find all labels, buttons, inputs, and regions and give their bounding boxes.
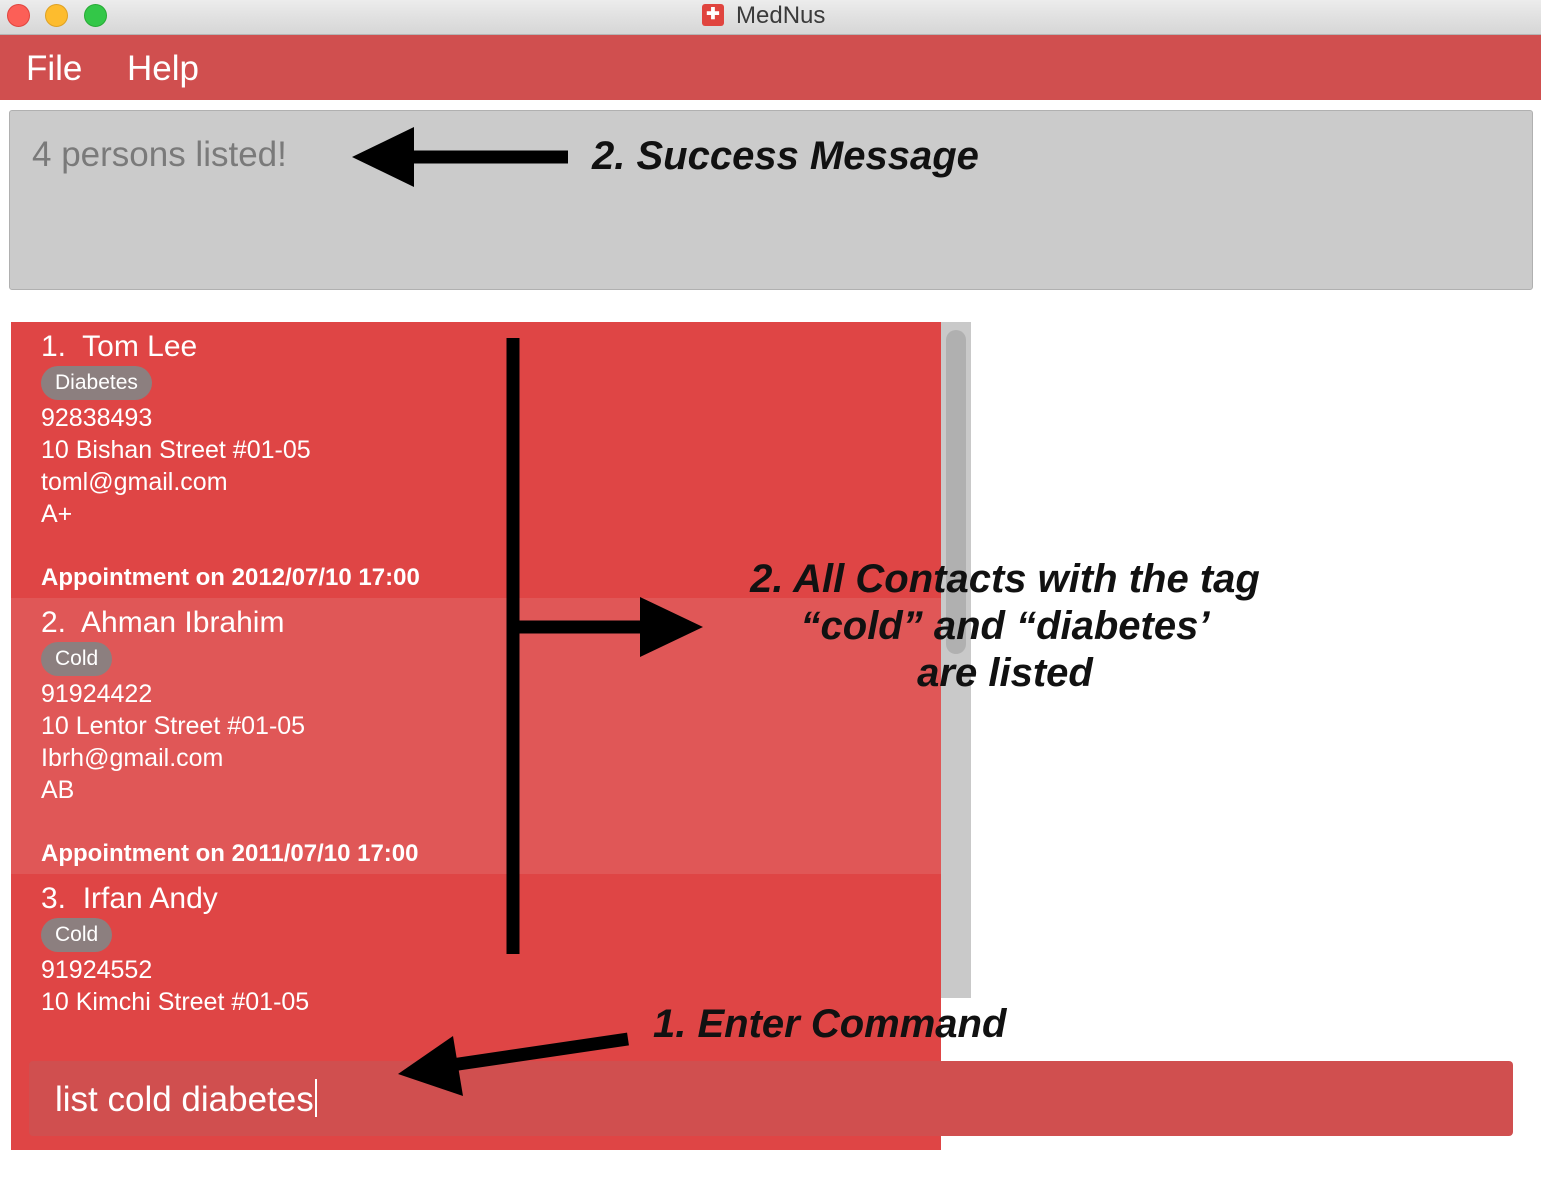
text-caret bbox=[314, 1079, 317, 1117]
command-input[interactable]: list cold diabetes bbox=[55, 1079, 317, 1120]
minimize-window-button[interactable] bbox=[45, 4, 68, 27]
person-address: 10 Lentor Street #01-05 bbox=[41, 712, 306, 740]
app-icon: ✚ bbox=[702, 4, 724, 26]
annotation-contacts-listed: 2. All Contacts with the tag “cold” and … bbox=[735, 556, 1275, 697]
annotation-enter-command: 1. Enter Command bbox=[653, 1002, 1007, 1046]
result-message: 4 persons listed! bbox=[32, 135, 287, 174]
person-phone: 91924552 bbox=[41, 956, 153, 984]
command-text: list cold diabetes bbox=[55, 1080, 314, 1119]
contacts-arrow-head bbox=[640, 597, 703, 657]
person-phone: 91924422 bbox=[41, 680, 153, 708]
menu-help[interactable]: Help bbox=[127, 49, 199, 88]
person-phone: 92838493 bbox=[41, 404, 153, 432]
person-blood-type: A+ bbox=[41, 500, 73, 528]
person-name: 3. Irfan Andy bbox=[41, 882, 218, 915]
list-scrollbar[interactable] bbox=[941, 322, 971, 998]
person-address: 10 Bishan Street #01-05 bbox=[41, 436, 311, 464]
person-email: Ibrh@gmail.com bbox=[41, 744, 224, 772]
title-bar: ✚ MedNus bbox=[0, 0, 1541, 35]
annotation-contacts-line3: are listed bbox=[917, 651, 1093, 695]
command-arrow-head bbox=[398, 1036, 463, 1096]
person-name: 1. Tom Lee bbox=[41, 330, 198, 363]
annotation-success-message: 2. Success Message bbox=[592, 134, 979, 178]
close-window-button[interactable] bbox=[7, 4, 30, 27]
person-email: toml@gmail.com bbox=[41, 468, 228, 496]
success-arrow-head bbox=[352, 127, 414, 187]
menu-bar: File Help bbox=[0, 35, 1541, 100]
person-appointment: Appointment on 2011/07/10 17:00 bbox=[41, 840, 419, 867]
person-tag: Cold bbox=[41, 918, 113, 952]
person-tag: Cold bbox=[41, 642, 113, 676]
person-appointment: Appointment on 2012/07/10 17:00 bbox=[41, 564, 420, 591]
person-card[interactable]: 1. Tom Lee Diabetes 92838493 10 Bishan S… bbox=[11, 322, 941, 598]
person-card[interactable]: 2. Ahman Ibrahim Cold 91924422 10 Lentor… bbox=[11, 598, 941, 874]
menu-file[interactable]: File bbox=[26, 49, 83, 88]
person-tag: Diabetes bbox=[41, 366, 152, 400]
command-arrow-shaft bbox=[444, 1032, 629, 1073]
person-name: 2. Ahman Ibrahim bbox=[41, 606, 285, 639]
command-box[interactable]: list cold diabetes bbox=[29, 1061, 1513, 1136]
result-display[interactable]: 4 persons listed! bbox=[9, 110, 1533, 290]
scrollbar-thumb[interactable] bbox=[946, 330, 966, 654]
person-blood-type: AB bbox=[41, 776, 75, 804]
person-address: 10 Kimchi Street #01-05 bbox=[41, 988, 310, 1016]
window-title: MedNus bbox=[736, 2, 826, 29]
zoom-window-button[interactable] bbox=[84, 4, 107, 27]
annotation-contacts-line2: “cold” and “diabetes’ bbox=[800, 604, 1210, 648]
annotation-contacts-line1: 2. All Contacts with the tag bbox=[750, 557, 1260, 601]
